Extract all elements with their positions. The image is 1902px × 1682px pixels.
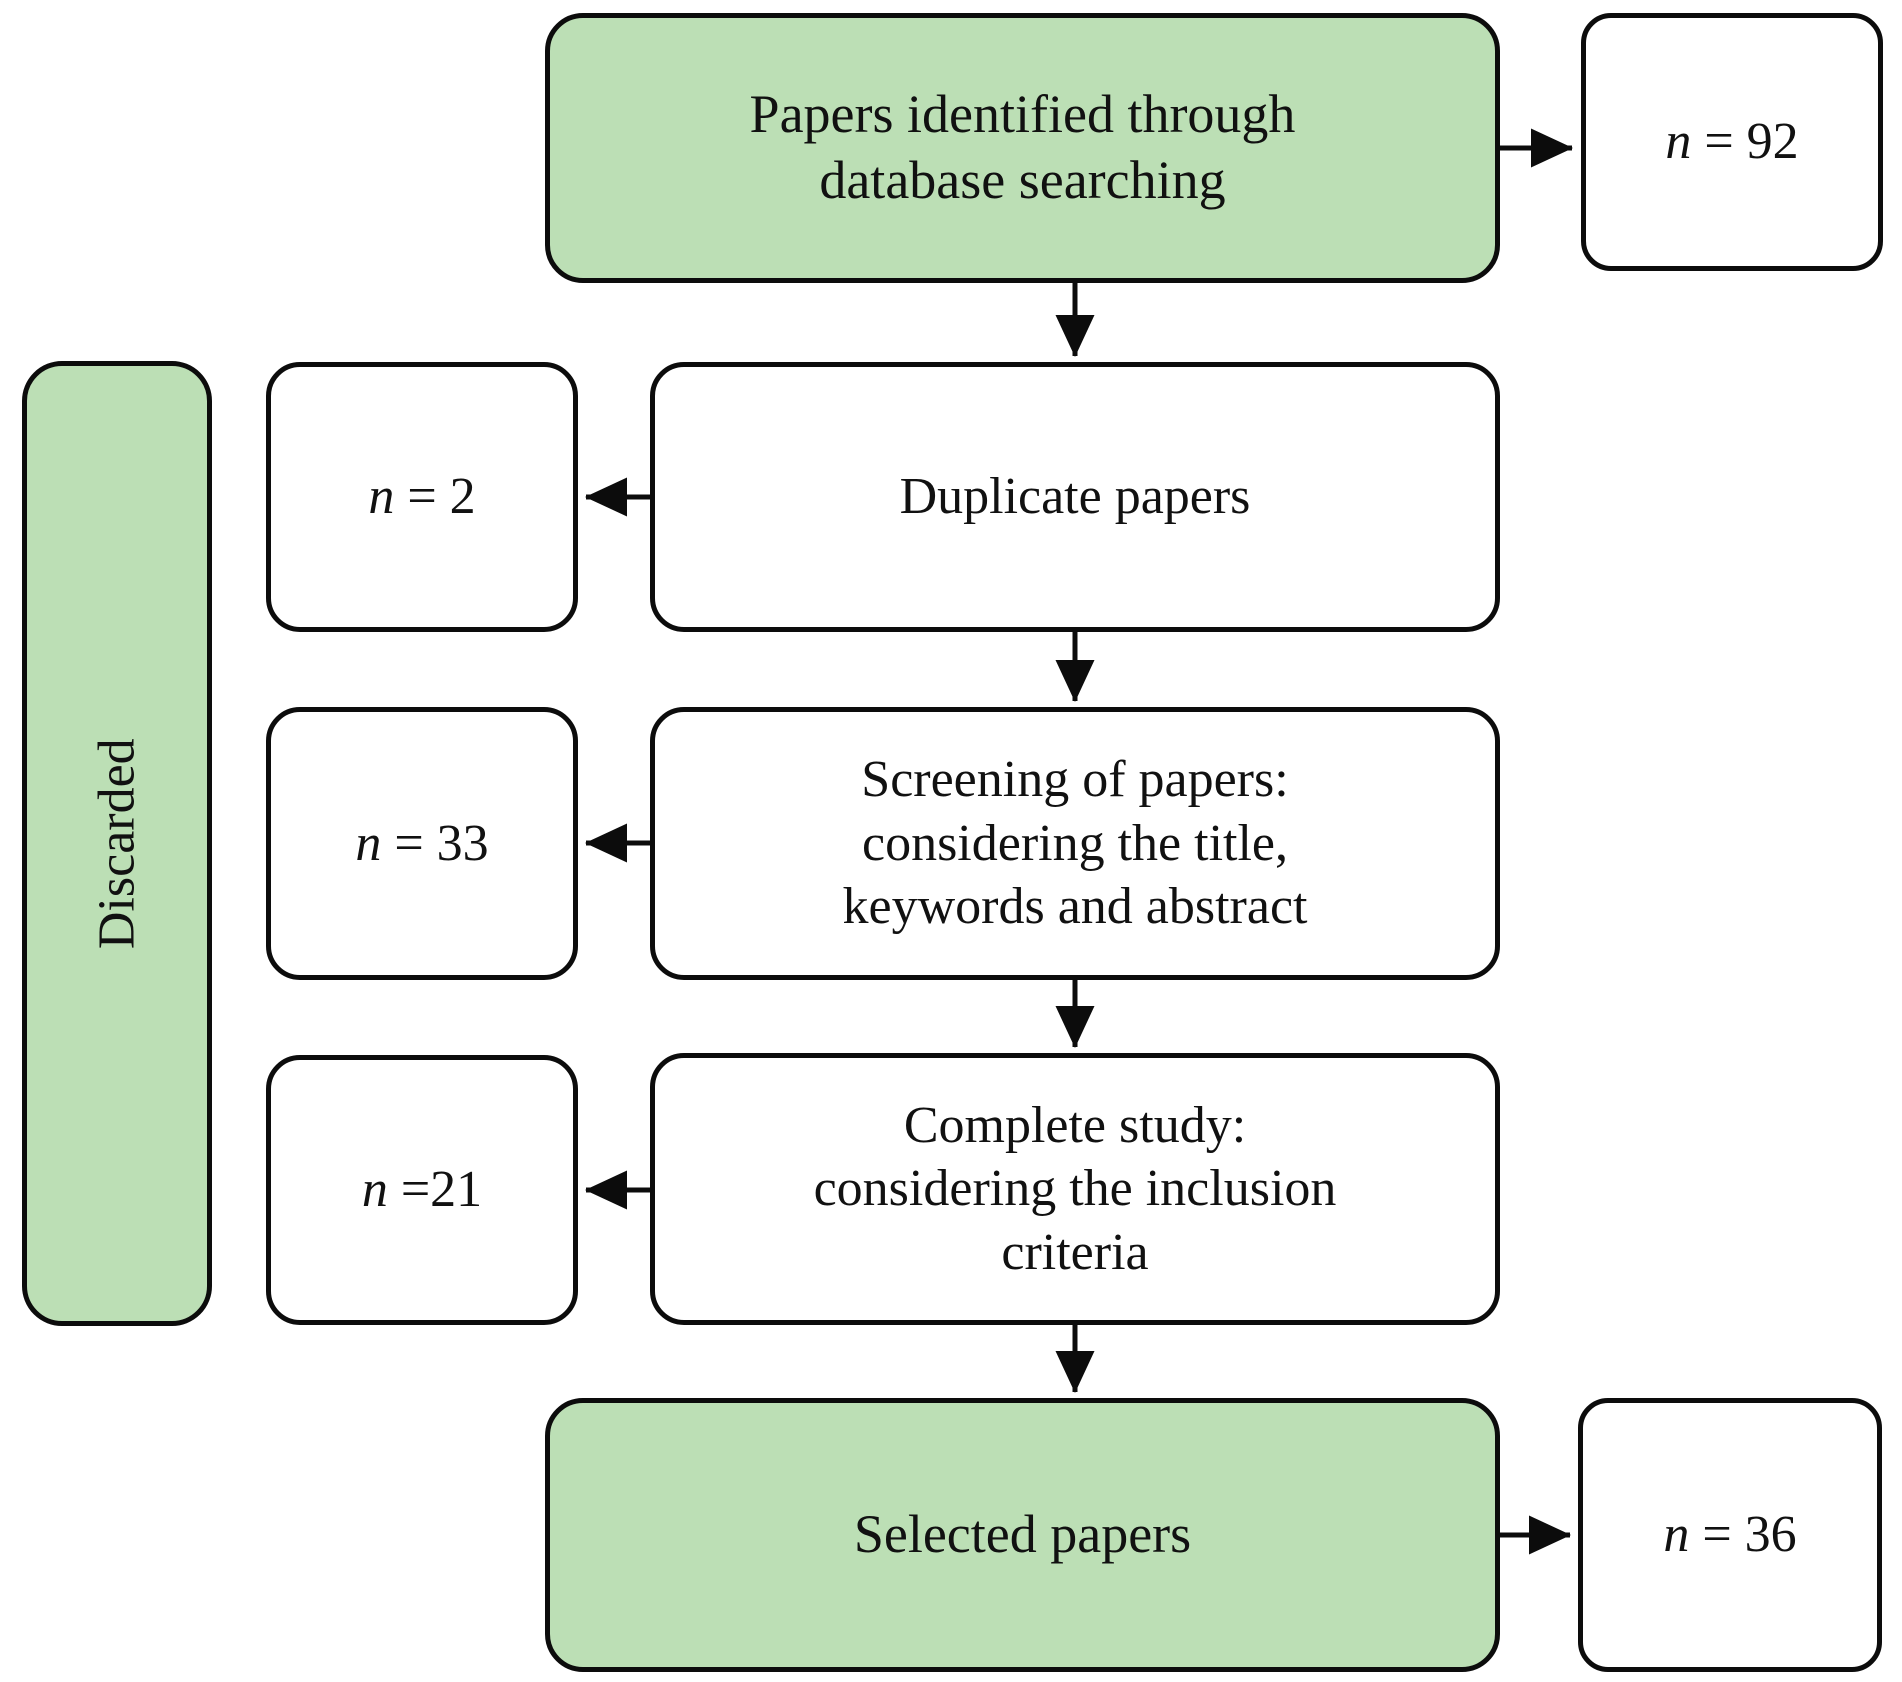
- node-screening-of-papers[interactable]: Screening of papers: considering the tit…: [650, 707, 1500, 980]
- node-count-complete-study-label: n =21: [361, 1161, 483, 1219]
- node-count-selected-label: n = 36: [1663, 1506, 1797, 1564]
- node-duplicate-papers-label: Duplicate papers: [899, 468, 1251, 526]
- node-count-identified-label: n = 92: [1665, 113, 1799, 171]
- node-duplicate-papers[interactable]: Duplicate papers: [650, 362, 1500, 632]
- node-papers-identified[interactable]: Papers identified through database searc…: [545, 13, 1500, 283]
- node-count-screening-label: n = 33: [355, 814, 489, 872]
- node-selected-papers-label: Selected papers: [853, 1504, 1192, 1565]
- node-complete-study-label: Complete study: considering the inclusio…: [813, 1096, 1337, 1281]
- node-discarded-label: Discarded: [88, 738, 146, 949]
- node-discarded[interactable]: Discarded: [22, 361, 212, 1326]
- node-count-duplicate-label: n = 2: [368, 468, 476, 526]
- node-selected-papers[interactable]: Selected papers: [545, 1398, 1500, 1672]
- node-complete-study[interactable]: Complete study: considering the inclusio…: [650, 1053, 1500, 1325]
- node-count-duplicate[interactable]: n = 2: [266, 362, 578, 632]
- node-count-identified[interactable]: n = 92: [1581, 13, 1883, 271]
- node-screening-of-papers-label: Screening of papers: considering the tit…: [842, 751, 1308, 936]
- node-count-screening[interactable]: n = 33: [266, 707, 578, 980]
- node-papers-identified-label: Papers identified through database searc…: [749, 84, 1296, 210]
- node-count-selected[interactable]: n = 36: [1578, 1398, 1882, 1672]
- node-count-complete-study[interactable]: n =21: [266, 1055, 578, 1325]
